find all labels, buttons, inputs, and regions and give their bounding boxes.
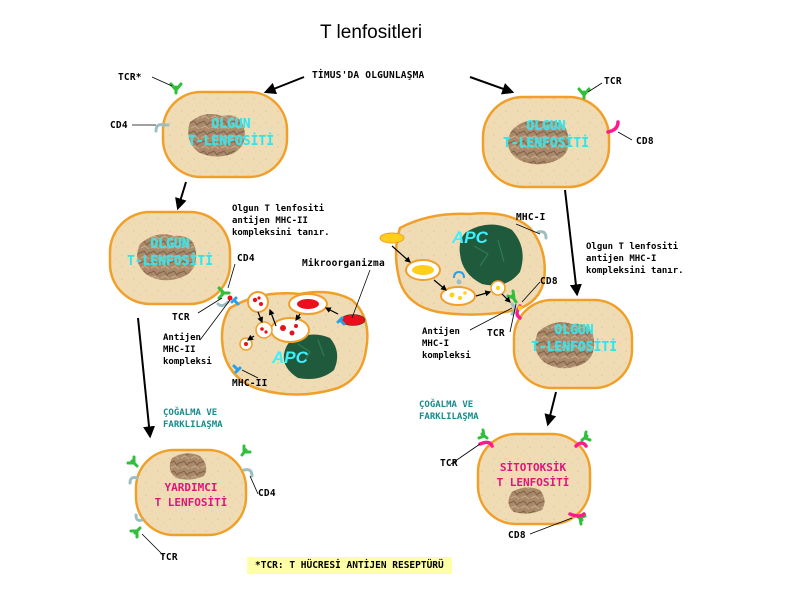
nucleus xyxy=(507,120,569,165)
phagosome-right-1 xyxy=(405,259,441,281)
cd4-receptors xyxy=(128,123,254,522)
cell-name-cytotoxic-t: SİTOTOKSİK T LENFOSİTİ xyxy=(496,461,570,489)
mature-t-cell-middle-left xyxy=(108,210,232,306)
phagosome-left-lower xyxy=(270,317,310,343)
nucleus xyxy=(188,114,245,157)
cd8-label-top-right: CD8 xyxy=(636,136,654,147)
tcr-label-middle-left: TCR xyxy=(172,312,190,323)
mhc-ii-label: MHC-II xyxy=(232,378,268,389)
arrows xyxy=(137,76,582,439)
cell-name-mature-t: OLGUN T-LENFOSİTİ xyxy=(187,117,275,149)
leader-lines xyxy=(132,76,633,557)
tcr-label-middle-right: TCR xyxy=(487,328,505,339)
proliferation-label-right: ÇOĞALMA VE FARKLILAŞMA xyxy=(419,400,479,422)
cell-name-mature-t: OLGUN T-LENFOSİTİ xyxy=(126,237,214,269)
mature-t-cell-top-left xyxy=(161,90,289,179)
recognizes-mhc-i-note: Olgun T lenfositi antijen MHC-I kompleks… xyxy=(586,242,684,276)
apc-cell-right xyxy=(394,212,546,316)
nucleus xyxy=(137,234,197,281)
diagram-title: T lenfositleri xyxy=(320,22,423,43)
apc-nucleus xyxy=(283,334,338,379)
phagosome-right-2 xyxy=(440,286,476,306)
antigen-mhc-ii-complex-label: Antijen MHC-II kompleksi xyxy=(163,333,212,367)
tcr-label-top-right: TCR xyxy=(604,76,622,87)
phagosome-left-upper xyxy=(288,293,328,315)
proliferation-label-left: ÇOĞALMA VE FARKLILAŞMA xyxy=(163,408,223,430)
cell-name-mature-t: OLGUN T-LENFOSİTİ xyxy=(502,119,590,151)
nucleus xyxy=(535,322,595,369)
tcr-label-helper: TCR xyxy=(160,552,178,563)
tcr-star-label: TCR* xyxy=(118,72,142,83)
cd8-label-cytotoxic: CD8 xyxy=(508,530,526,541)
cd4-label-middle: CD4 xyxy=(237,253,255,264)
nucleus xyxy=(508,487,545,514)
fragment-vesicle-left-3 xyxy=(239,337,253,351)
mhc-i-label: MHC-I xyxy=(516,212,546,223)
fragment-vesicle-right xyxy=(490,280,506,296)
cytotoxic-t-cell xyxy=(476,432,592,526)
mature-t-cell-top-right xyxy=(481,95,611,189)
antigen-mhc-i-complex-label: Antijen MHC-I kompleksi xyxy=(422,327,471,361)
helper-t-cell xyxy=(134,448,248,537)
cd4-label-helper: CD4 xyxy=(258,488,276,499)
cell-name-mature-t: OLGUN T-LENFOSİTİ xyxy=(530,323,618,355)
recognizes-mhc-ii-note: Olgun T lenfositi antijen MHC-II komplek… xyxy=(232,204,330,238)
mature-t-cell-middle-right xyxy=(512,298,634,390)
cell-name-helper-t: YARDIMCI T LENFOSİTİ xyxy=(154,481,228,509)
tcr-footnote: *TCR: T HÜCRESİ ANTİJEN RESEPTÜRÜ xyxy=(247,557,452,574)
microbe-yellow-entering xyxy=(379,232,405,244)
antigen-peptide-right xyxy=(517,305,523,311)
apc-label-right: APC xyxy=(452,228,488,247)
microorganism-label: Mikroorganizma xyxy=(302,258,385,269)
mhc-i-inside-icon xyxy=(453,270,465,285)
mhc-ii-receptors xyxy=(230,296,346,374)
cd4-label-top: CD4 xyxy=(110,120,128,131)
antigen-peptide-left xyxy=(227,295,233,301)
nucleus xyxy=(169,453,207,480)
tcr-label-cytotoxic: TCR xyxy=(440,458,458,469)
pathway-arrows xyxy=(247,245,511,341)
fragment-vesicle-left xyxy=(247,291,269,313)
cd8-label-middle: CD8 xyxy=(540,276,558,287)
thymus-maturation-label: TİMUS'DA OLGUNLAŞMA xyxy=(312,70,425,81)
apc-nucleus xyxy=(459,224,523,286)
apc-label-left: APC xyxy=(272,348,308,367)
fragment-vesicle-left-2 xyxy=(255,321,273,339)
